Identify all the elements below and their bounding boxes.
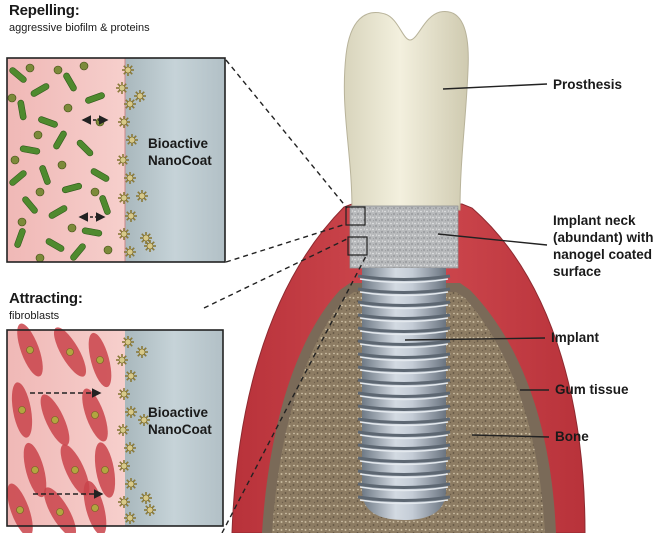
nanocoat-molecule — [120, 427, 126, 433]
nanocoat-molecule — [128, 373, 134, 379]
fibroblast-nucleus — [102, 467, 109, 474]
coccus — [18, 218, 26, 226]
nanocoat-molecule — [119, 357, 125, 363]
nanocoat-molecule — [127, 445, 133, 451]
fibroblast-nucleus — [57, 509, 64, 516]
nanocoat-molecule — [128, 409, 134, 415]
attracting-subtitle: fibroblasts — [9, 310, 59, 322]
coccus — [26, 64, 34, 72]
repelling-title: Repelling: — [9, 2, 80, 19]
nanocoat-molecule — [121, 119, 127, 125]
implant-neck-label-line2: (abundant) with — [553, 229, 653, 246]
nanocoat-molecule — [119, 85, 125, 91]
fibroblast-nucleus — [19, 407, 26, 414]
implant-label: Implant — [551, 329, 599, 346]
nanocoat-molecule — [121, 463, 127, 469]
fibroblast-nucleus — [72, 467, 79, 474]
nanocoat-molecule — [125, 67, 131, 73]
coccus — [36, 254, 44, 262]
nanocoat-molecule — [137, 93, 143, 99]
coccus — [64, 104, 72, 112]
coccus — [34, 131, 42, 139]
coccus — [8, 94, 16, 102]
implant-neck-label-line3: nanogel coated — [553, 246, 653, 263]
nanocoat-label-bottom-line2: NanoCoat — [148, 421, 212, 438]
fibroblast-nucleus — [17, 507, 24, 514]
fibroblast-nucleus — [52, 417, 59, 424]
prosthesis — [344, 12, 468, 210]
nanocoat-molecule — [143, 495, 149, 501]
nanocoat-molecule — [125, 339, 131, 345]
nanocoat-molecule — [147, 243, 153, 249]
nanocoat-molecule — [121, 195, 127, 201]
nanocoat-molecule — [143, 235, 149, 241]
nanocoat-molecule — [129, 137, 135, 143]
nanocoat-molecule — [128, 213, 134, 219]
nanocoat-label-top: Bioactive NanoCoat — [148, 135, 212, 169]
gum-tissue-label: Gum tissue — [555, 381, 629, 398]
fibroblast-nucleus — [27, 347, 34, 354]
prosthesis-label: Prosthesis — [553, 76, 622, 93]
nanocoat-molecule — [139, 193, 145, 199]
fibroblast-nucleus — [67, 349, 74, 356]
fibroblast-nucleus — [32, 467, 39, 474]
coccus — [54, 66, 62, 74]
nanocoat-molecule — [121, 231, 127, 237]
coccus — [68, 224, 76, 232]
attracting-title: Attracting: — [9, 290, 83, 307]
implant-neck-label-line1: Implant neck — [553, 212, 653, 229]
coccus — [104, 246, 112, 254]
nanocoat-molecule — [128, 481, 134, 487]
nanocoat-molecule — [127, 175, 133, 181]
nanocoat-label-bottom-line1: Bioactive — [148, 404, 212, 421]
implant-neck-label: Implant neck (abundant) with nanogel coa… — [553, 212, 653, 280]
nanocoat-molecule — [127, 249, 133, 255]
implant-body — [358, 268, 450, 520]
fibroblast-nucleus — [97, 357, 104, 364]
repelling-subtitle: aggressive biofilm & proteins — [9, 22, 150, 34]
bone-label: Bone — [555, 428, 589, 445]
coccus — [80, 62, 88, 70]
nanocoat-label-top-line1: Bioactive — [148, 135, 212, 152]
nanocoat-molecule — [147, 507, 153, 513]
coccus — [91, 188, 99, 196]
nanocoat-molecule — [121, 499, 127, 505]
fibroblast-nucleus — [92, 412, 99, 419]
coccus — [11, 156, 19, 164]
coccus — [58, 161, 66, 169]
coccus — [36, 188, 44, 196]
nanocoat-molecule — [127, 515, 133, 521]
nanocoat-label-bottom: Bioactive NanoCoat — [148, 404, 212, 438]
implant-neck-label-line4: surface — [553, 263, 653, 280]
nanocoat-molecule — [141, 417, 147, 423]
nanocoat-molecule — [127, 101, 133, 107]
nanocoat-molecule — [120, 157, 126, 163]
nanocoat-molecule — [139, 349, 145, 355]
fibroblast-nucleus — [92, 505, 99, 512]
nanocoat-label-top-line2: NanoCoat — [148, 152, 212, 169]
nanocoat-molecule — [121, 391, 127, 397]
